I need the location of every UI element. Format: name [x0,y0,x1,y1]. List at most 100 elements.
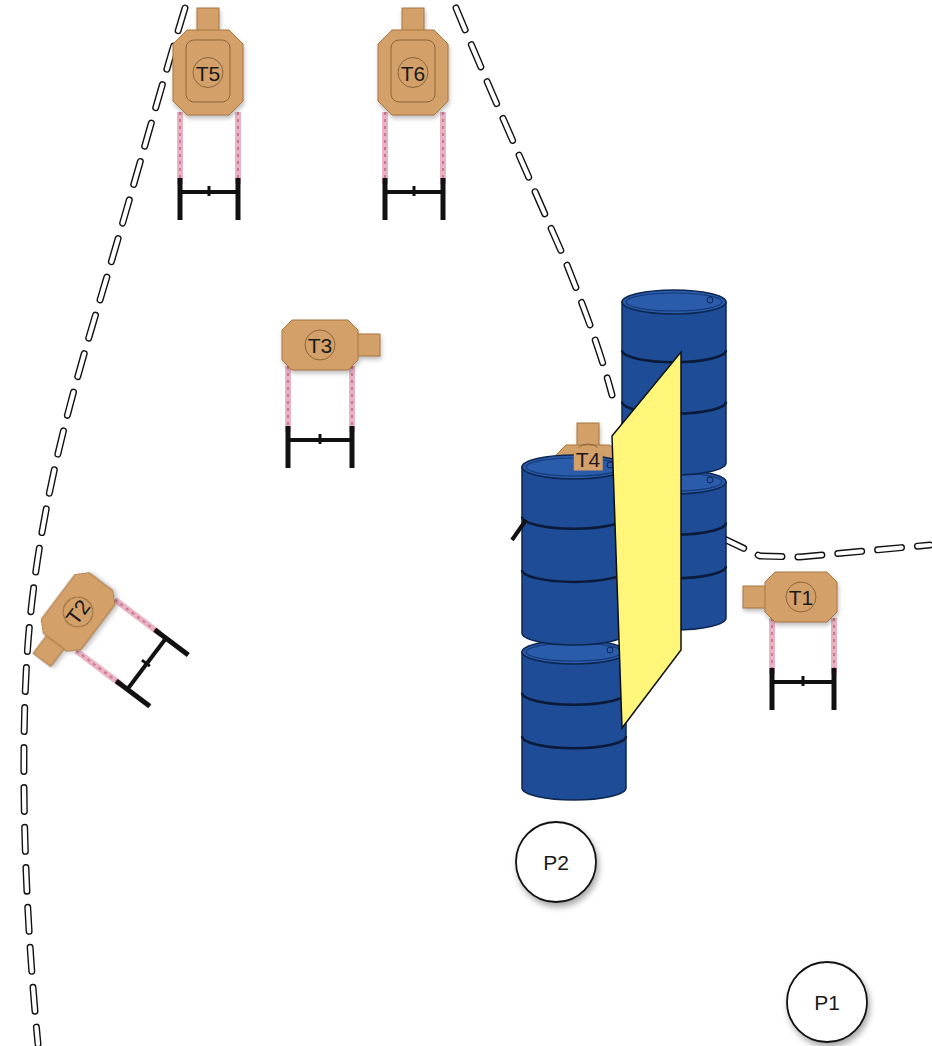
barrel-top [522,455,626,479]
position-label: P1 [814,992,840,1013]
target-body [765,572,837,622]
position-label: P2 [543,852,569,873]
target-stand [288,366,352,468]
fault-line [456,8,612,395]
barrel-body [522,467,626,645]
scoring-zone [57,591,99,633]
stand-leg [115,600,160,634]
target-stand [772,618,834,710]
fault-line [722,538,930,557]
scoring-zone [193,58,223,88]
stand-leg [351,366,353,432]
stand-base [319,434,322,444]
barrel [522,455,626,645]
barrel-rib [522,570,626,582]
target: T6 [378,30,448,115]
target-stand [180,112,238,220]
barrel-rim [526,458,622,476]
target-body [282,320,358,370]
stand-leg [235,112,241,184]
stand-leg [440,112,446,184]
target-label: T4 [574,448,603,471]
fault-line [722,538,930,557]
target: T5 [173,30,243,115]
barrel-top [622,290,726,314]
position-circle [787,962,867,1042]
stand-base [142,660,150,666]
stand-base [155,630,189,655]
barrel-bung [707,297,713,303]
stand-base [832,668,837,710]
barrel-bung [707,477,713,483]
stand-base [770,668,775,710]
stand-leg [285,366,291,432]
target-body [378,30,448,115]
barrel-rib [522,517,626,529]
stand-base [127,638,166,689]
stand-base [350,426,355,468]
target-label: T3 [308,335,333,356]
stand-leg [771,618,773,674]
scoring-zone [786,582,816,612]
target: T3 [282,320,358,370]
stand-leg [384,112,386,184]
stand-leg [382,112,388,184]
stand-leg [179,112,181,184]
stand-leg [177,112,183,184]
stand-leg [287,366,289,432]
scoring-zone [391,40,435,102]
stand-base [413,186,416,196]
stand-leg [442,112,444,184]
stand-leg [769,618,775,674]
scoring-zone [305,330,335,360]
barrel-rim [626,293,722,311]
target-head [577,423,599,447]
target: T2 [35,567,121,658]
fault-line [24,8,185,1044]
shooting-position: P2 [514,820,598,904]
barrel-body [522,652,626,800]
target-head [402,8,424,32]
target-stand [385,112,443,220]
fault-line [24,8,185,1044]
target-label: T5 [196,62,221,83]
stand-leg [76,651,121,685]
stand-base [178,178,183,220]
stand-base [441,178,446,220]
stand-leg [349,366,355,432]
scoring-zone [186,40,230,102]
scoring-zone [398,58,428,88]
shooting-position: P1 [785,960,869,1044]
target-body [35,567,121,658]
barrel-rib [522,693,626,705]
barrel-bung [607,647,613,653]
target-head [743,586,767,608]
target-body [173,30,243,115]
barrel-bung [607,462,613,468]
position-circle [516,822,596,902]
stand-base [208,186,211,196]
target-label: T1 [789,587,814,608]
fault-line [456,8,612,395]
stand-base [286,426,291,468]
no-shoot-wall [612,352,681,728]
target: T1 [765,572,837,622]
stand-base [383,178,388,220]
stand-leg [833,618,835,674]
barrel-rib [522,736,626,748]
stand-base [802,676,805,686]
stand-base [236,178,241,220]
stand-leg [115,600,160,634]
stand-leg [76,651,121,685]
target-label: T6 [401,62,426,83]
target-head [197,8,219,32]
barrel [522,640,626,800]
stand-leg [237,112,239,184]
target-head [356,334,380,356]
stand-leg [831,618,837,674]
wall-support [512,520,526,540]
scoring-zone [573,444,603,474]
